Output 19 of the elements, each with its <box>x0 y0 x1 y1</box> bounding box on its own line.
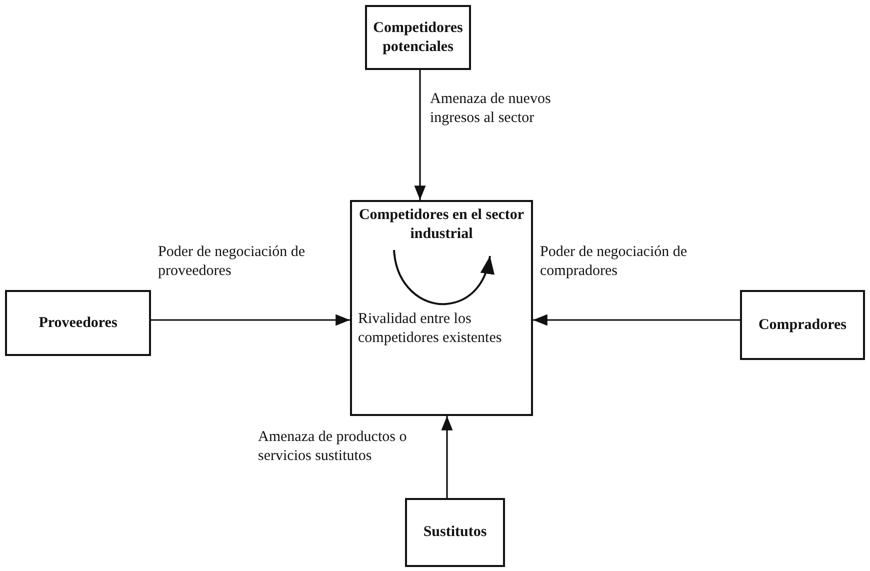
node-label: Sustitutos <box>423 523 487 542</box>
node-label: Competidores potenciales <box>372 18 464 56</box>
arrow <box>151 314 350 326</box>
substitute-box <box>405 498 505 567</box>
supplier-box <box>5 290 151 356</box>
node-label: Compradores <box>758 316 847 334</box>
arrow <box>533 314 740 326</box>
edge-label: Poder de negociación de compradores <box>540 243 688 281</box>
edge-label: Amenaza de productos o servicios sustitutos <box>258 428 408 466</box>
buyer-box <box>740 290 865 360</box>
node-text: Rivalidad entre los competidores existentes <box>357 310 503 348</box>
node-label: Proveedores <box>38 314 118 332</box>
edge-label: Poder de negociación de proveedores <box>158 243 306 281</box>
competitor-box <box>365 5 471 70</box>
node-heading: Competidores en el sector industrial <box>358 206 526 244</box>
industry-box <box>350 200 533 416</box>
arrow <box>441 416 453 498</box>
edge-label: Amenaza de nuevos ingresos al sector <box>430 90 552 128</box>
arrow <box>414 70 426 200</box>
